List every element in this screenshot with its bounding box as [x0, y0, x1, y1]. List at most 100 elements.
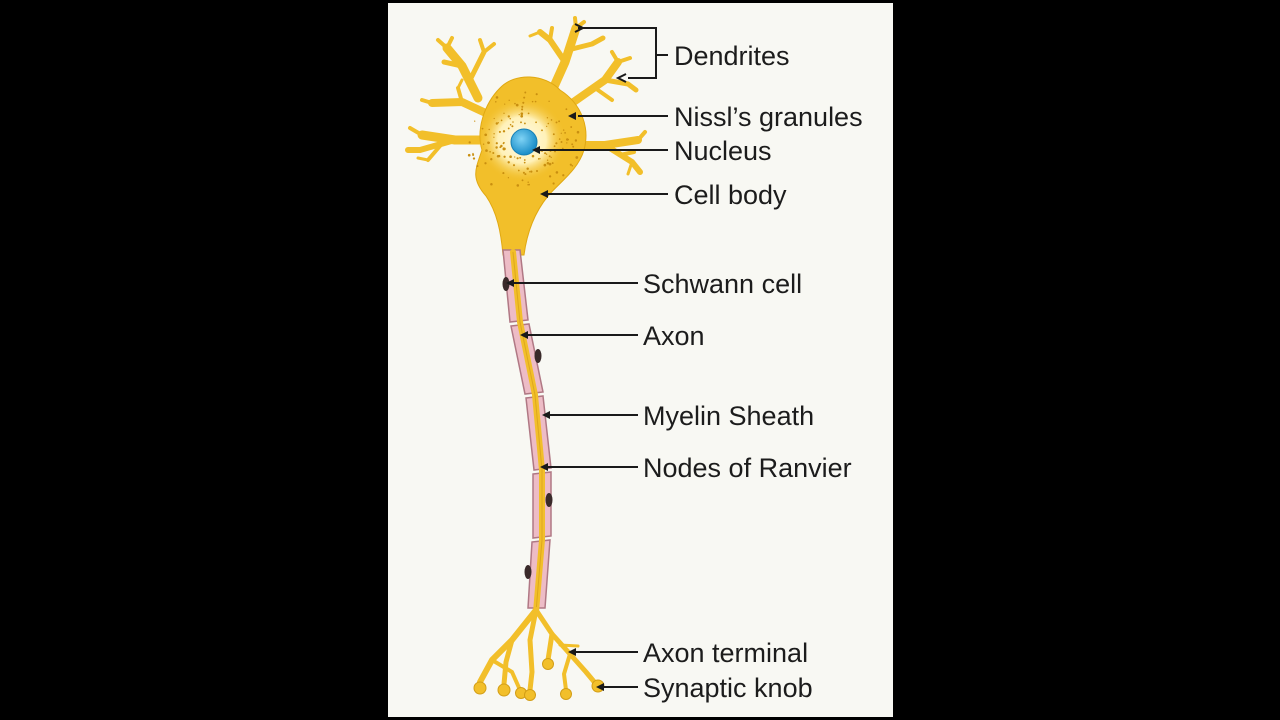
nissl-granule	[558, 138, 561, 140]
label-axon-terminal: Axon terminal	[643, 638, 808, 668]
nissl-granule	[565, 108, 568, 111]
nissl-granule	[495, 142, 498, 145]
nissl-granule	[500, 119, 503, 122]
nissl-granule	[523, 159, 526, 161]
nissl-granule	[531, 154, 535, 158]
nissl-granule	[550, 156, 552, 159]
label-axon: Axon	[643, 321, 705, 351]
label-myelin-sheath: Myelin Sheath	[643, 401, 814, 431]
nissl-granule	[552, 182, 555, 185]
nissl-granule	[564, 132, 566, 134]
nissl-granule	[508, 99, 510, 101]
nissl-granule	[512, 164, 516, 167]
nissl-granule	[519, 156, 522, 159]
nissl-granule	[517, 169, 520, 172]
label-nucleus: Nucleus	[674, 136, 772, 166]
nissl-granule	[504, 103, 506, 105]
nissl-granule	[560, 132, 562, 134]
nissl-granule	[488, 128, 490, 131]
nissl-granule	[541, 129, 543, 132]
nissl-granule	[492, 151, 495, 155]
nissl-granule	[553, 145, 556, 148]
nissl-granule	[509, 155, 512, 158]
nissl-granule	[490, 182, 493, 186]
schwann-nuclei	[502, 277, 553, 579]
nissl-granule	[562, 174, 565, 177]
nissl-granule	[487, 141, 490, 144]
nissl-granule	[493, 136, 495, 138]
nissl-granule	[499, 146, 502, 149]
nissl-granule	[497, 122, 499, 124]
axon-terminal-shape	[477, 607, 599, 693]
label-nissl-granules: Nissl’s granules	[674, 102, 863, 132]
nissl-granule	[514, 156, 516, 158]
nissl-granule	[472, 153, 475, 156]
nissl-granule	[560, 141, 563, 143]
nissl-granule	[521, 105, 524, 108]
nissl-granule	[524, 173, 527, 176]
nissl-granule	[490, 158, 493, 161]
nissl-granule	[545, 153, 548, 155]
nissl-granule	[514, 102, 516, 105]
nissl-granule	[523, 122, 526, 125]
nissl-granule	[472, 152, 474, 155]
nissl-granule	[495, 96, 499, 99]
nissl-granule	[503, 112, 505, 114]
nissl-granule	[555, 142, 558, 145]
nissl-granule	[493, 117, 495, 120]
nissl-granule	[546, 125, 548, 128]
nissl-granule	[523, 96, 526, 99]
dendrites-shape	[405, 16, 647, 176]
nissl-granule	[502, 130, 506, 133]
nissl-granule	[535, 93, 538, 96]
nissl-granule	[509, 118, 511, 120]
nissl-granule	[548, 155, 551, 158]
nissl-granule	[569, 163, 572, 166]
label-synaptic-knob: Synaptic knob	[643, 673, 813, 703]
nissl-granule	[520, 112, 524, 116]
nissl-granule	[527, 181, 529, 183]
label-schwann-cell: Schwann cell	[643, 269, 802, 299]
nissl-granule	[548, 100, 550, 103]
nissl-granule	[507, 161, 510, 164]
nissl-granule	[566, 142, 568, 144]
nissl-granule	[535, 169, 539, 173]
nissl-granule	[502, 172, 505, 175]
nissl-granule	[515, 103, 519, 107]
nissl-granule	[484, 162, 487, 165]
nissl-granule	[520, 121, 522, 124]
nissl-granule	[496, 155, 500, 158]
nissl-granule	[527, 112, 530, 115]
nissl-granule	[467, 153, 471, 157]
nissl-granule	[548, 175, 552, 178]
nissl-granule	[507, 127, 510, 130]
nissl-granule	[548, 162, 552, 166]
nissl-granule	[516, 184, 520, 187]
nissl-granule	[485, 149, 488, 152]
nissl-granule	[544, 152, 547, 155]
nissl-granule	[572, 145, 575, 148]
nissl-granule	[495, 146, 498, 149]
nissl-granule	[539, 158, 541, 160]
nissl-granule	[524, 91, 527, 94]
nissl-granule	[546, 161, 550, 165]
nissl-granule	[468, 141, 471, 144]
nissl-granule	[567, 138, 570, 141]
nissl-granules	[467, 91, 580, 187]
nissl-granule	[523, 161, 526, 164]
nissl-granule	[476, 165, 479, 168]
label-cell-body: Cell body	[674, 180, 787, 210]
nissl-granule	[575, 156, 579, 159]
nissl-granule	[518, 113, 520, 116]
nissl-granule	[481, 127, 484, 130]
nissl-granule	[562, 129, 565, 131]
nissl-granule	[534, 100, 537, 103]
nucleus-shape	[510, 128, 538, 156]
nissl-granule	[555, 171, 559, 174]
nissl-granule	[520, 114, 524, 118]
synaptic-knobs	[473, 658, 605, 701]
nissl-granule	[511, 125, 514, 128]
nissl-granule	[502, 142, 505, 145]
nissl-granule	[558, 120, 561, 123]
